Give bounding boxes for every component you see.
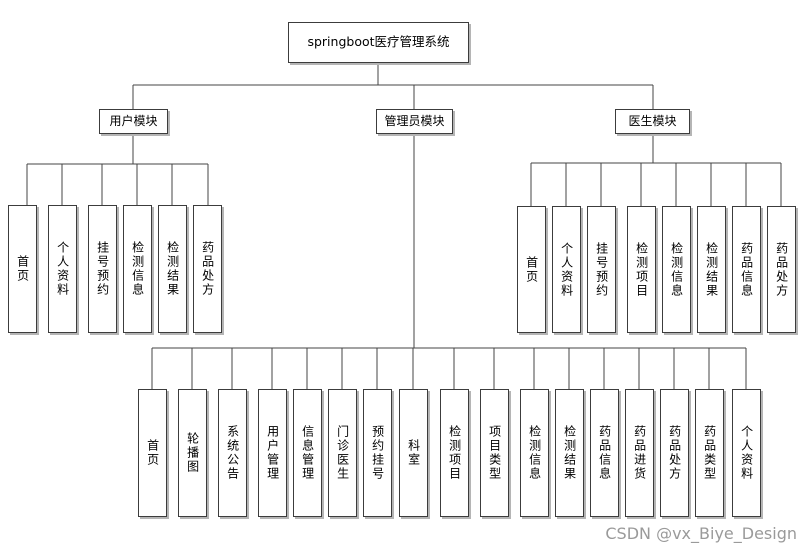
- user-module-node: 用户模块: [99, 109, 168, 134]
- doctor-leaf-8: 药品处方: [767, 206, 796, 333]
- doctor-leaf-2: 个人资料: [552, 206, 581, 333]
- admin-leaf-1: 首页: [138, 389, 167, 517]
- doctor-leaf-1: 首页: [517, 206, 546, 333]
- admin-leaf-9: 检测项目: [440, 389, 469, 517]
- admin-leaf-5: 信息管理: [293, 389, 322, 517]
- admin-leaf-10: 项目类型: [480, 389, 509, 517]
- user-leaf-4: 检测信息: [123, 205, 152, 333]
- user-leaf-1: 首页: [8, 205, 37, 333]
- doctor-leaf-5: 检测信息: [662, 206, 691, 333]
- admin-leaf-4: 用户管理: [258, 389, 287, 517]
- user-module-label: 用户模块: [109, 114, 158, 129]
- admin-leaf-12: 检测结果: [555, 389, 584, 517]
- doctor-leaf-6: 检测结果: [697, 206, 726, 333]
- admin-leaf-2: 轮播图: [178, 389, 207, 517]
- user-leaf-5: 检测结果: [158, 205, 187, 333]
- root-label: springboot医疗管理系统: [307, 34, 450, 50]
- admin-leaf-7: 预约挂号: [363, 389, 392, 517]
- admin-leaf-3: 系统公告: [218, 389, 247, 517]
- admin-module-node: 管理员模块: [376, 109, 453, 134]
- doctor-module-node: 医生模块: [615, 109, 690, 134]
- admin-leaf-11: 检测信息: [520, 389, 549, 517]
- watermark-text: CSDN @vx_Biye_Design: [605, 524, 797, 543]
- user-leaf-2: 个人资料: [48, 205, 77, 333]
- admin-module-label: 管理员模块: [384, 114, 445, 129]
- admin-leaf-14: 药品进货: [625, 389, 654, 517]
- doctor-leaf-7: 药品信息: [732, 206, 761, 333]
- admin-leaf-8: 科室: [399, 389, 428, 517]
- doctor-module-label: 医生模块: [628, 114, 677, 129]
- doctor-leaf-4: 检测项目: [627, 206, 656, 333]
- admin-leaf-15: 药品处方: [660, 389, 689, 517]
- root-node: springboot医疗管理系统: [288, 22, 469, 63]
- doctor-leaf-3: 挂号预约: [587, 206, 616, 333]
- user-leaf-3: 挂号预约: [88, 205, 117, 333]
- admin-leaf-16: 药品类型: [695, 389, 724, 517]
- admin-leaf-6: 门诊医生: [328, 389, 357, 517]
- user-leaf-6: 药品处方: [193, 205, 222, 333]
- admin-leaf-13: 药品信息: [590, 389, 619, 517]
- admin-leaf-17: 个人资料: [732, 389, 761, 517]
